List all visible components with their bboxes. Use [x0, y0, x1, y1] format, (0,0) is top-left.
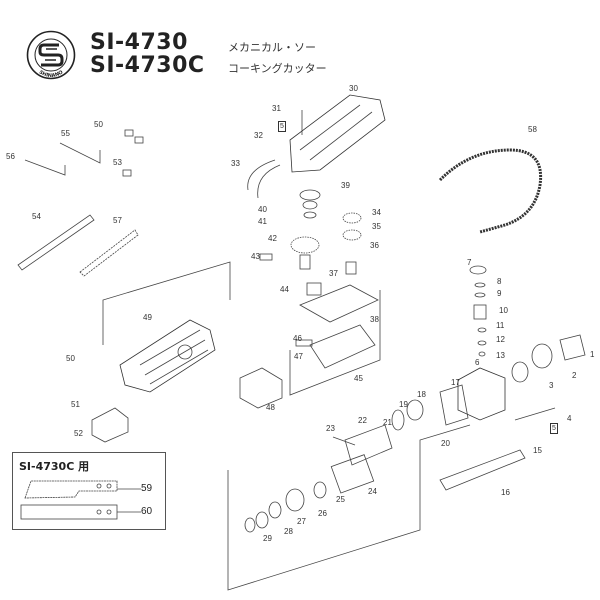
- part-label-49: 49: [143, 313, 152, 322]
- part-label-42: 42: [268, 234, 277, 243]
- part-label-39: 39: [341, 181, 350, 190]
- brand-name-text: SHINANO: [38, 69, 65, 79]
- part-label-20: 20: [441, 439, 450, 448]
- part-label-50-upper: 50: [94, 120, 103, 129]
- part-label-44: 44: [280, 285, 289, 294]
- part-label-29: 29: [263, 534, 272, 543]
- part-label-5: 5: [550, 423, 558, 434]
- part-label-13: 13: [496, 351, 505, 360]
- part-label-18: 18: [417, 390, 426, 399]
- inset-title: SI-4730C 用: [19, 460, 90, 473]
- model-number: SI-4730: [90, 30, 188, 55]
- part-label-32: 32: [254, 131, 263, 140]
- part-label-2: 2: [572, 371, 577, 380]
- part-label-52: 52: [74, 429, 83, 438]
- part-label-30: 30: [349, 84, 358, 93]
- part-label-31: 31: [272, 104, 281, 113]
- part-label-19: 19: [399, 400, 408, 409]
- part-label-56: 56: [6, 152, 15, 161]
- part-label-40: 40: [258, 205, 267, 214]
- part-label-60: 60: [141, 506, 153, 517]
- part-label-35: 35: [372, 222, 381, 231]
- part-label-58: 58: [528, 125, 537, 134]
- part-label-45: 45: [354, 374, 363, 383]
- part-label-59: 59: [141, 483, 153, 494]
- part-label-16: 16: [501, 488, 510, 497]
- part-label-21: 21: [383, 418, 392, 427]
- part-label-34: 34: [372, 208, 381, 217]
- part-label-43: 43: [251, 252, 260, 261]
- shinano-logo: SHINANO: [26, 30, 76, 80]
- part-label-5-upper: 5: [278, 121, 286, 132]
- part-label-1: 1: [590, 350, 595, 359]
- part-label-37: 37: [329, 269, 338, 278]
- c-model-blade-inset: SI-4730C 用 59 60: [12, 452, 166, 530]
- product-name-saw: メカニカル・ソー: [228, 42, 316, 54]
- part-label-11: 11: [496, 321, 505, 330]
- part-label-51: 51: [71, 400, 80, 409]
- part-label-3: 3: [549, 381, 554, 390]
- part-label-23: 23: [326, 424, 335, 433]
- part-label-7: 7: [467, 258, 472, 267]
- part-label-6: 6: [475, 358, 480, 367]
- part-label-26: 26: [318, 509, 327, 518]
- part-label-47: 47: [294, 352, 303, 361]
- part-label-10: 10: [499, 306, 508, 315]
- part-label-55: 55: [61, 129, 70, 138]
- part-label-4: 4: [567, 414, 572, 423]
- part-label-53: 53: [113, 158, 122, 167]
- blade-drawings: [20, 480, 141, 520]
- model-number-c: SI-4730C: [90, 53, 205, 78]
- part-label-22: 22: [358, 416, 367, 425]
- part-label-24: 24: [368, 487, 377, 496]
- part-label-46: 46: [293, 334, 302, 343]
- part-label-36: 36: [370, 241, 379, 250]
- part-label-15: 15: [533, 446, 542, 455]
- part-label-38: 38: [370, 315, 379, 324]
- brand-name: SHINANO: [38, 69, 65, 79]
- part-label-9: 9: [497, 289, 502, 298]
- part-label-33: 33: [231, 159, 240, 168]
- part-label-12: 12: [496, 335, 505, 344]
- part-label-54: 54: [32, 212, 41, 221]
- part-label-57: 57: [113, 216, 122, 225]
- part-label-41: 41: [258, 217, 267, 226]
- part-label-17: 17: [451, 378, 460, 387]
- part-label-8: 8: [497, 277, 502, 286]
- part-label-27: 27: [297, 517, 306, 526]
- product-name-cutter: コーキングカッター: [228, 63, 327, 75]
- part-label-50-lower: 50: [66, 354, 75, 363]
- part-label-25: 25: [336, 495, 345, 504]
- part-label-48: 48: [266, 403, 275, 412]
- part-label-28: 28: [284, 527, 293, 536]
